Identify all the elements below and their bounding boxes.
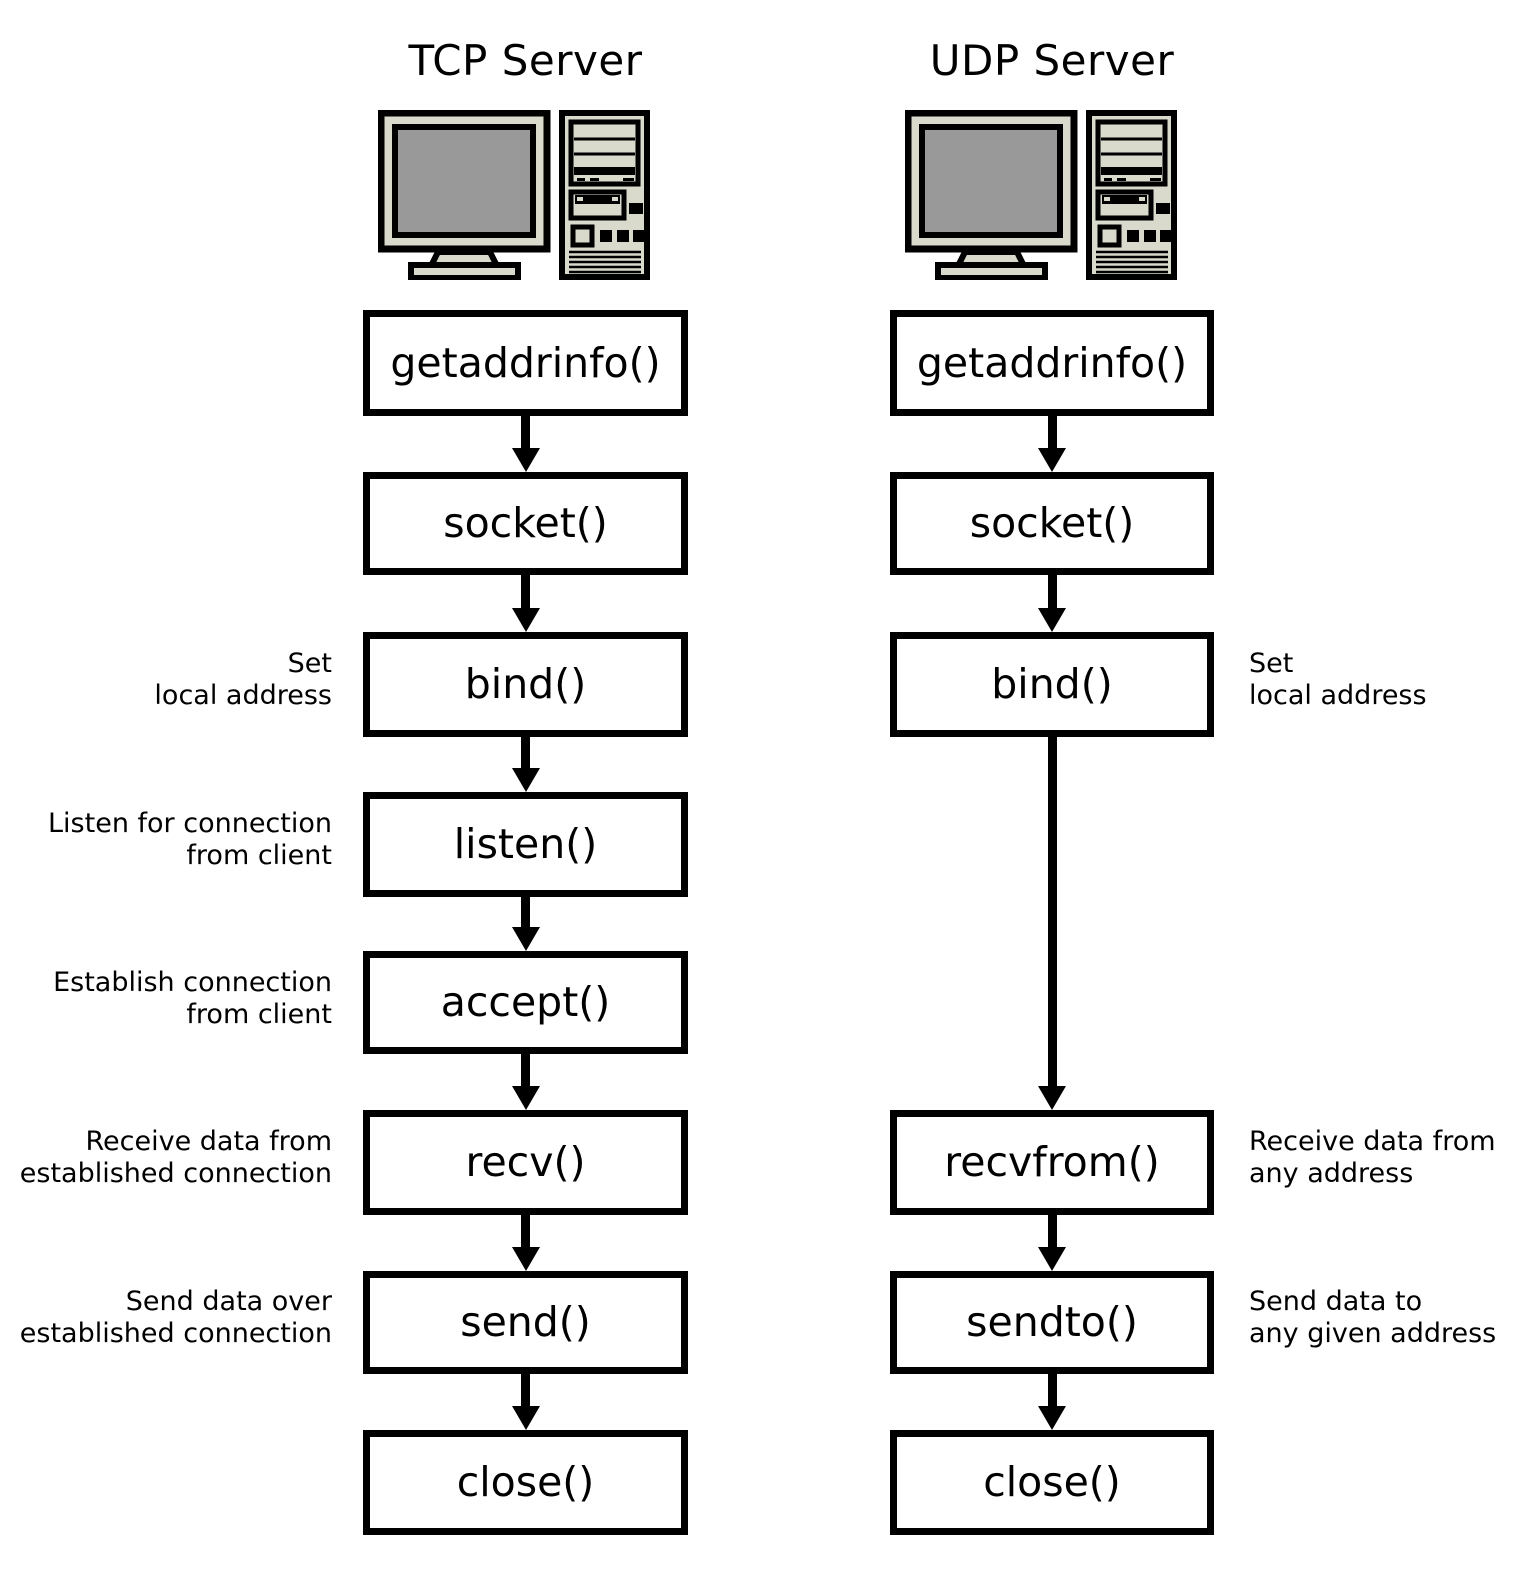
column-title-udp: UDP Server — [929, 36, 1175, 85]
note-tcp-send: Send data over established connection — [19, 1286, 332, 1349]
node-udp-getaddrinfo[interactable]: getaddrinfo() — [890, 310, 1214, 416]
note-udp-bind: Set local address — [1249, 648, 1427, 711]
node-label: bind() — [464, 660, 587, 708]
node-udp-recvfrom[interactable]: recvfrom() — [890, 1110, 1214, 1215]
node-label: recv() — [465, 1138, 586, 1186]
note-tcp-accept: Establish connection from client — [53, 967, 332, 1030]
node-label: sendto() — [966, 1298, 1138, 1346]
note-tcp-listen: Listen for connection from client — [48, 808, 332, 871]
node-label: getaddrinfo() — [390, 338, 661, 387]
arrow-udp-socket-to-bind — [890, 575, 1214, 632]
node-label: listen() — [453, 820, 598, 868]
arrow-tcp-bind-to-listen — [363, 737, 688, 792]
node-tcp-getaddrinfo[interactable]: getaddrinfo() — [363, 310, 688, 416]
node-tcp-send[interactable]: send() — [363, 1271, 688, 1374]
arrow-udp-recvfrom-to-sendto — [890, 1215, 1214, 1271]
node-udp-sendto[interactable]: sendto() — [890, 1271, 1214, 1374]
arrow-udp-sendto-to-close — [890, 1374, 1214, 1430]
node-tcp-recv[interactable]: recv() — [363, 1110, 688, 1215]
note-udp-sendto: Send data to any given address — [1249, 1286, 1497, 1349]
arrow-tcp-socket-to-bind — [363, 575, 688, 632]
note-tcp-bind: Set local address — [154, 648, 332, 711]
node-label: getaddrinfo() — [916, 338, 1188, 387]
node-tcp-listen[interactable]: listen() — [363, 792, 688, 897]
desktop-computer-icon — [904, 109, 1177, 281]
node-udp-close[interactable]: close() — [890, 1430, 1214, 1535]
node-label: close() — [456, 1458, 595, 1506]
arrow-tcp-getaddrinfo-to-socket — [363, 416, 688, 472]
node-udp-bind[interactable]: bind() — [890, 632, 1214, 737]
note-tcp-recv: Receive data from established connection — [19, 1126, 332, 1189]
arrow-udp-bind-to-recvfrom — [890, 737, 1214, 1110]
note-udp-recvfrom: Receive data from any address — [1249, 1126, 1496, 1189]
node-tcp-bind[interactable]: bind() — [363, 632, 688, 737]
node-label: send() — [460, 1298, 591, 1346]
arrow-udp-getaddrinfo-to-socket — [890, 416, 1214, 472]
node-label: recvfrom() — [944, 1138, 1160, 1186]
node-label: socket() — [443, 499, 608, 547]
node-label: accept() — [440, 978, 611, 1026]
node-label: close() — [983, 1458, 1121, 1506]
arrow-tcp-send-to-close — [363, 1374, 688, 1430]
node-tcp-accept[interactable]: accept() — [363, 951, 688, 1054]
column-title-tcp: TCP Server — [408, 36, 643, 85]
arrow-tcp-accept-to-recv — [363, 1054, 688, 1110]
desktop-computer-icon — [377, 109, 650, 281]
node-tcp-socket[interactable]: socket() — [363, 472, 688, 575]
node-label: bind() — [991, 660, 1113, 708]
node-label: socket() — [969, 499, 1135, 547]
node-tcp-close[interactable]: close() — [363, 1430, 688, 1535]
arrow-tcp-recv-to-send — [363, 1215, 688, 1271]
node-udp-socket[interactable]: socket() — [890, 472, 1214, 575]
arrow-tcp-listen-to-accept — [363, 897, 688, 951]
